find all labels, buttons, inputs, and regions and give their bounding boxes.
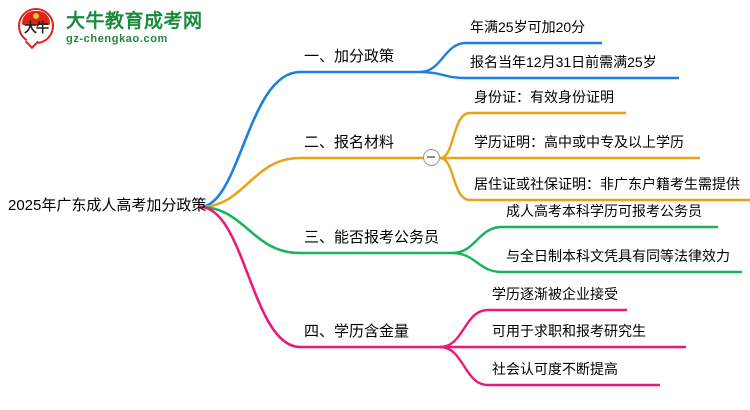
leaf-node-4-1[interactable]: 学历逐渐被企业接受 (492, 286, 618, 302)
branch-node-4[interactable]: 四、学历含金量 (304, 323, 410, 340)
connector-branch-2-to-leaf-1 (439, 111, 471, 160)
leaf-node-3-1[interactable]: 成人高考本科学历可报考公务员 (506, 203, 702, 219)
leaf-node-1-2[interactable]: 报名当年12月31日前需满25岁 (470, 54, 657, 70)
leaf-node-2-3[interactable]: 居住证或社保证明：非广东户籍考生需提供 (474, 176, 740, 192)
connector-branch-3-to-leaf-1 (451, 225, 503, 255)
logo-bubble-icon: 大牛 (18, 8, 58, 48)
leaf-node-3-2[interactable]: 与全日制本科文凭具有同等法律效力 (506, 248, 730, 264)
logo-text-block: 大牛教育成考网 gz-chengkao.com (66, 11, 203, 46)
site-logo: 大牛 大牛教育成考网 gz-chengkao.com (18, 8, 203, 48)
branch-node-2[interactable]: 二、报名材料 (304, 134, 395, 151)
leaf-node-4-2[interactable]: 可用于求职和报考研究生 (492, 323, 646, 339)
logo-title: 大牛教育成考网 (66, 10, 203, 32)
leaf-node-1-1[interactable]: 年满25岁可加20分 (470, 19, 586, 35)
branch-node-3[interactable]: 三、能否报考公务员 (304, 229, 440, 246)
leaf-node-2-1[interactable]: 身份证：有效身份证明 (474, 89, 614, 105)
logo-mark-glyph: 大牛 (23, 20, 49, 35)
logo-cap-shape (22, 11, 50, 25)
connector-branch-3-to-leaf-2 (451, 251, 503, 274)
connector-branch-1-to-leaf-1 (419, 41, 467, 74)
branch-node-1[interactable]: 一、加分政策 (304, 48, 395, 65)
connector-root-to-branch-2 (199, 156, 301, 209)
leaf-node-2-2[interactable]: 学历证明：高中或中专及以上学历 (474, 134, 684, 150)
collapse-toggle-branch-2[interactable] (423, 149, 440, 166)
connector-root-to-branch-3 (199, 205, 301, 255)
connector-branch-1-to-leaf-2 (419, 70, 467, 80)
connector-branch-4-to-leaf-1 (439, 308, 489, 349)
connector-root-to-branch-4 (199, 205, 301, 349)
mindmap-root-node[interactable]: 2025年广东成人高考加分政策 (8, 197, 207, 214)
connector-root-to-branch-1 (199, 70, 301, 209)
leaf-node-4-3[interactable]: 社会认可度不断提高 (492, 361, 618, 377)
connector-branch-2-to-leaf-3 (439, 156, 471, 202)
connector-branch-4-to-leaf-3 (439, 345, 489, 387)
logo-subtitle-url: gz-chengkao.com (66, 32, 168, 45)
